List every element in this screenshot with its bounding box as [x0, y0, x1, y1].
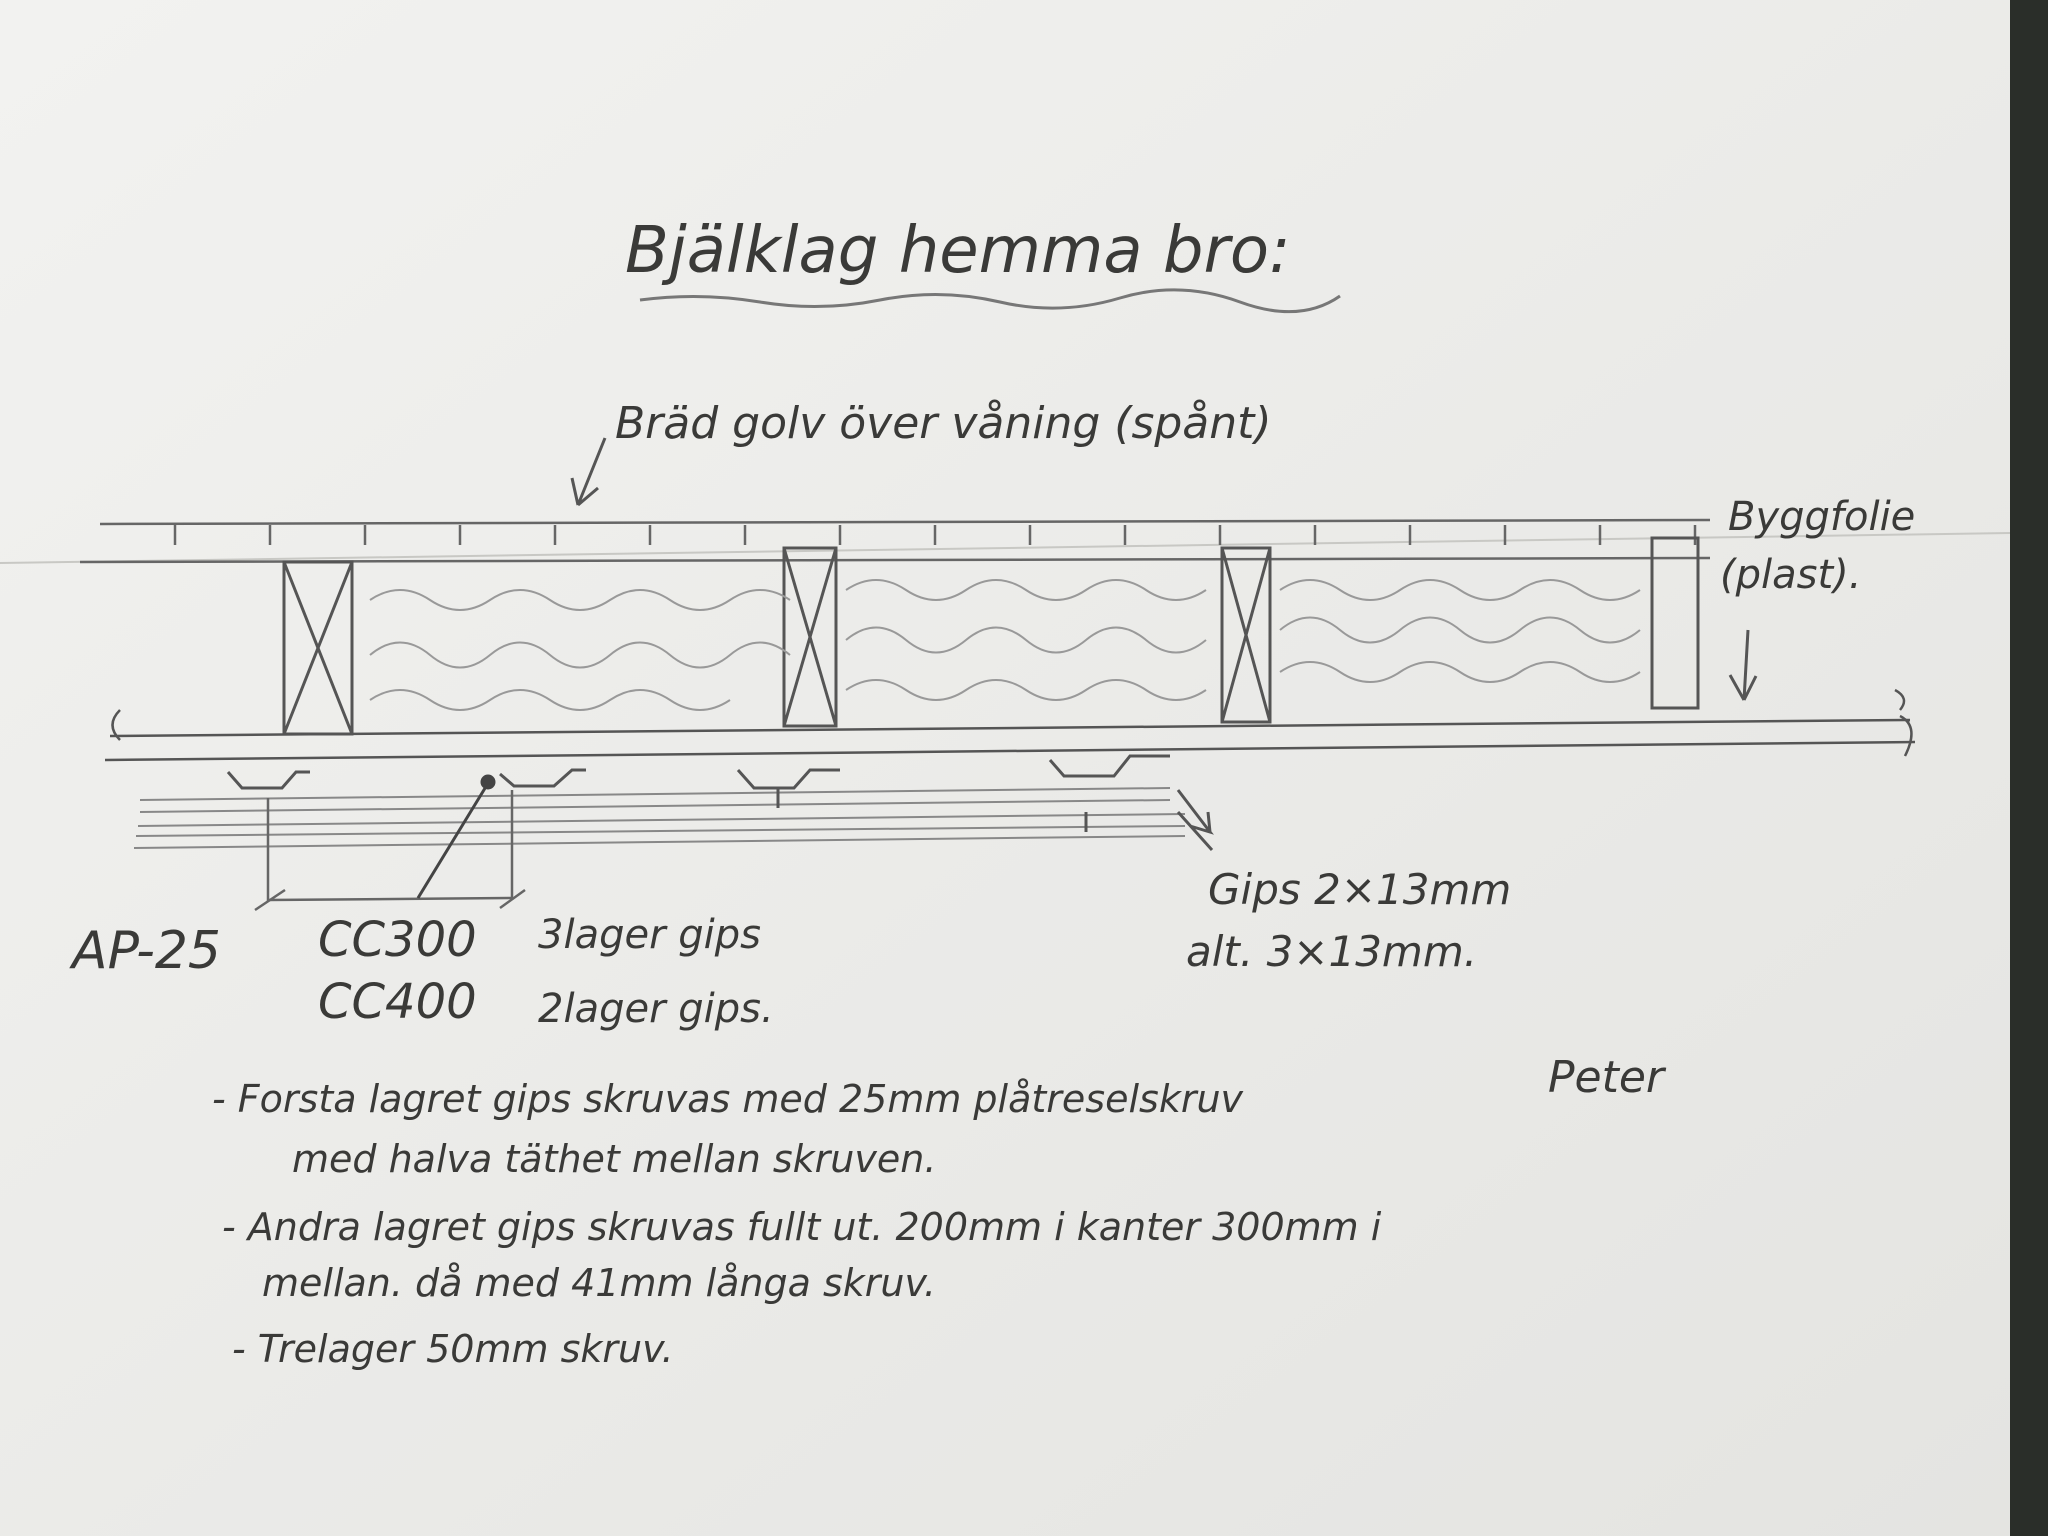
note-3-line1: - Trelager 50mm skruv. — [232, 1327, 674, 1371]
joist-2 — [782, 546, 838, 728]
end-joist — [1650, 536, 1700, 710]
signature: Peter — [1548, 1052, 1667, 1103]
cc-profiles — [226, 754, 1170, 790]
cc-dimension — [254, 790, 526, 912]
cc300-label: CC300 — [318, 912, 477, 968]
foil-label-line1: Byggfolie — [1728, 494, 1915, 540]
gypsum-boards — [133, 787, 1186, 849]
floor-arrow-icon — [570, 437, 607, 507]
note-2-line2: mellan. då med 41mm långa skruv. — [262, 1261, 936, 1305]
gips-arrow-icon — [1176, 789, 1214, 852]
screw-pointer — [416, 774, 496, 899]
plastic-foil — [104, 688, 1916, 762]
floor-board-joints — [173, 525, 1697, 545]
foil-label-line2: (plast). — [1720, 552, 1861, 598]
insulation — [369, 579, 1641, 711]
cc400-label: CC400 — [318, 974, 477, 1030]
note-1-line1: - Forsta lagret gips skruvas med 25mm pl… — [212, 1077, 1244, 1121]
profile-label: AP-25 — [69, 921, 221, 981]
joist-3 — [1220, 546, 1272, 724]
title-underline — [639, 288, 1341, 314]
notes: - Forsta lagret gips skruvas med 25mm pl… — [212, 1077, 1382, 1371]
page-title: Bjälklag hemma bro: — [625, 214, 1291, 288]
foil-arrow-icon — [1728, 629, 1758, 701]
cc400-desc: 2lager gips. — [538, 986, 774, 1032]
cc300-desc: 3lager gips — [538, 912, 761, 958]
note-1-line2: med halva täthet mellan skruven. — [292, 1137, 936, 1181]
gips-label-line1: Gips 2×13mm — [1208, 865, 1511, 914]
note-2-line1: - Andra lagret gips skruvas fullt ut. 20… — [222, 1205, 1382, 1249]
gips-label-line2: alt. 3×13mm. — [1186, 927, 1477, 976]
floor-label: Bräd golv över våning (spånt) — [615, 398, 1272, 449]
page-edge — [2010, 0, 2048, 1536]
